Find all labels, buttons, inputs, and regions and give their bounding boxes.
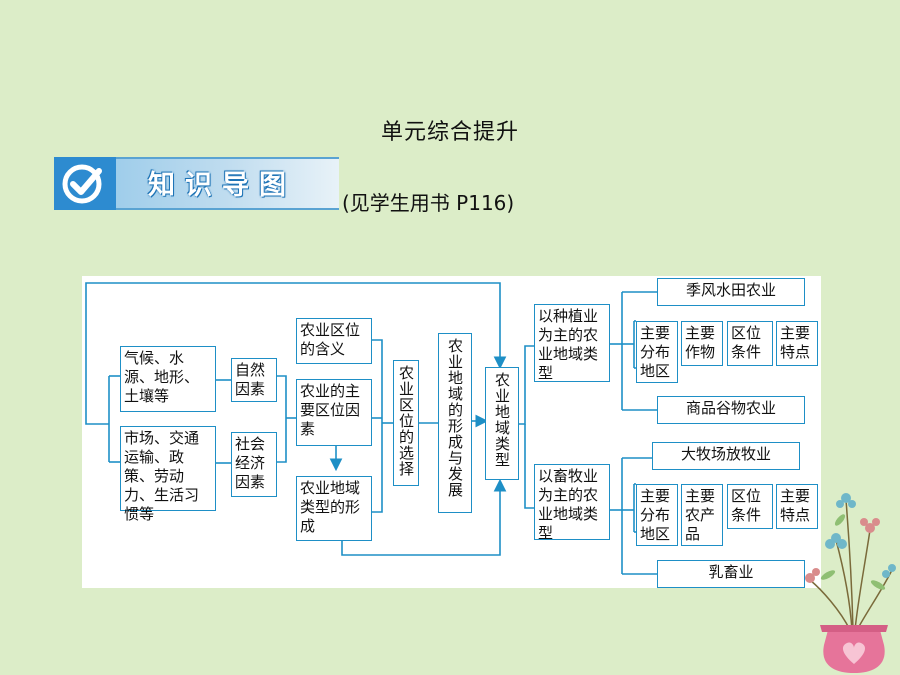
page-title: 单元综合提升: [380, 120, 519, 145]
commercial-grain-agriculture: 商品谷物农业: [657, 396, 805, 424]
dairy-farming: 乳畜业: [657, 560, 805, 588]
planting-types: 以种植业为主的农业地域类型: [534, 304, 610, 382]
l-products: 主要农产品: [681, 484, 723, 546]
type-formation: 农业地域类型的形成: [296, 476, 372, 541]
l-conditions: 区位条件: [727, 484, 773, 529]
banner-label: 知识导图: [148, 170, 296, 201]
agricultural-region-types: 农业地域类型: [485, 367, 519, 480]
decorative-flower-vase-icon: [805, 493, 896, 673]
l-features: 主要特点: [776, 484, 818, 529]
monsoon-paddy-agriculture: 季风水田农业: [657, 278, 805, 306]
social-factors-label: 社会经济因素: [231, 432, 277, 497]
checkmark-icon: [62, 164, 102, 204]
natural-factors-list: 气候、水源、地形、土壤等: [120, 346, 216, 412]
social-factors-list: 市场、交通运输、政策、劳动力、生活习惯等: [120, 426, 216, 523]
book-reference: (见学生用书 P116): [342, 191, 515, 215]
main-location-factors: 农业的主要区位因素: [296, 379, 372, 446]
p-crops: 主要作物: [681, 321, 723, 366]
ranch-grazing: 大牧场放牧业: [652, 442, 800, 470]
p-conditions: 区位条件: [727, 321, 773, 366]
connector-lines: [85, 282, 657, 575]
p-features: 主要特点: [776, 321, 818, 366]
check-badge: [54, 157, 116, 210]
knowledge-map: 气候、水源、地形、土壤等 自然因素 市场、交通运输、政策、劳动力、生活习惯等 社…: [82, 276, 821, 588]
l-distribution: 主要分布地区: [636, 484, 678, 546]
location-meaning: 农业区位的含义: [296, 318, 372, 364]
natural-factors-label: 自然因素: [231, 358, 277, 402]
region-development: 农业地域的形成与发展: [438, 333, 472, 513]
location-selection: 农业区位的选择: [393, 360, 419, 486]
livestock-types: 以畜牧业为主的农业地域类型: [534, 464, 610, 542]
p-distribution: 主要分布地区: [636, 321, 678, 383]
